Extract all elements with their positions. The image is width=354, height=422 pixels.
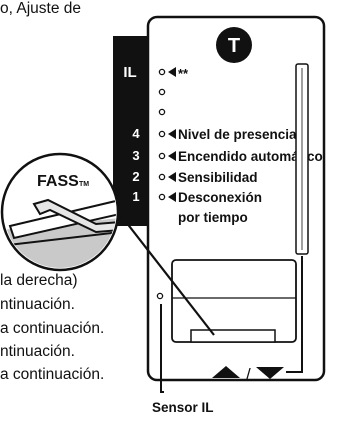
bg-text-line-1: ntinuación.: [0, 296, 75, 313]
bg-text-right-paren: la derecha): [0, 272, 78, 289]
led-dot-level-1: [158, 193, 166, 201]
pointer-arrow-icon: [168, 151, 176, 161]
level-number-4: 4: [132, 126, 140, 141]
pointer-arrow-icon: [168, 172, 176, 182]
bg-text-line-2: a continuación.: [0, 320, 105, 337]
up-arrow-icon: [212, 366, 240, 378]
sensor-label: Sensor IL: [152, 400, 214, 415]
fass-trademark: TM: [79, 181, 89, 188]
led-dot-3: [158, 108, 166, 116]
level-number-3: 3: [132, 148, 139, 163]
bg-text-line-3: ntinuación.: [0, 343, 75, 360]
led-dot-2: [158, 88, 166, 96]
pointer-arrow-icon: [168, 192, 176, 202]
t-badge-letter: T: [228, 35, 240, 57]
fass-edge-line: [4, 231, 116, 247]
arrow-slash: /: [246, 365, 251, 384]
sensor-slot: [190, 329, 276, 343]
fass-callout-line: [111, 203, 215, 336]
level-label-1-line2: por tiempo: [178, 210, 248, 225]
fass-tab: [8, 198, 116, 240]
level-label-1: Desconexión: [178, 190, 262, 205]
led-dot-level-4: [158, 130, 166, 138]
sensor-callout-line: [160, 304, 164, 393]
t-badge-icon: [216, 27, 252, 63]
side-tab-label: IL: [123, 64, 136, 81]
side-tab: [113, 36, 148, 226]
led-dot-level-3: [158, 152, 166, 160]
fass-tab-ridge: [32, 198, 116, 234]
indicator-top-label: **: [178, 66, 189, 81]
pointer-arrow-icon: [168, 67, 176, 77]
led-dot-top: [158, 68, 166, 76]
level-label-2: Sensibilidad: [178, 170, 258, 185]
arrows-callout-line: [286, 256, 303, 373]
bg-text-line-4: a continuación.: [0, 366, 105, 383]
level-number-1: 1: [132, 189, 139, 204]
down-arrow-icon: [256, 367, 284, 379]
level-number-2: 2: [132, 169, 139, 184]
fass-label: FASS: [37, 173, 79, 190]
pointer-arrow-icon: [168, 129, 176, 139]
level-label-4: Nivel de presencia: [178, 127, 297, 142]
bg-text-top: o, Ajuste de: [0, 0, 82, 17]
led-dot-level-2: [158, 173, 166, 181]
level-label-3: Encendido automático: [178, 149, 323, 164]
il-sensor-dot: [156, 292, 164, 300]
